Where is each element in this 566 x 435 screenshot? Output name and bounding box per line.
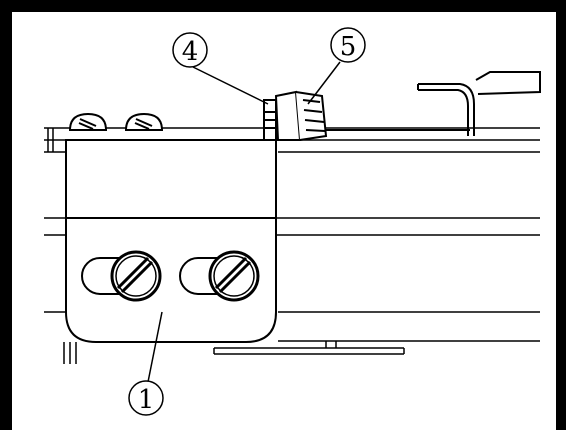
- lever-arm: [417, 71, 541, 136]
- adjuster-knob: [263, 90, 470, 141]
- svg-text:4: 4: [182, 37, 199, 67]
- svg-text:5: 5: [340, 32, 357, 62]
- callout-4: 4: [172, 32, 208, 68]
- bottom-strip: [63, 341, 405, 364]
- screw-left-icon: [110, 250, 162, 302]
- callout-5: 5: [330, 27, 366, 63]
- bracket-plate: [65, 139, 277, 343]
- top-screw-heads: [68, 112, 164, 131]
- leader-lines: [147, 61, 341, 383]
- callout-1: 1: [128, 380, 164, 416]
- svg-text:1: 1: [138, 385, 155, 415]
- screw-right-icon: [208, 250, 260, 302]
